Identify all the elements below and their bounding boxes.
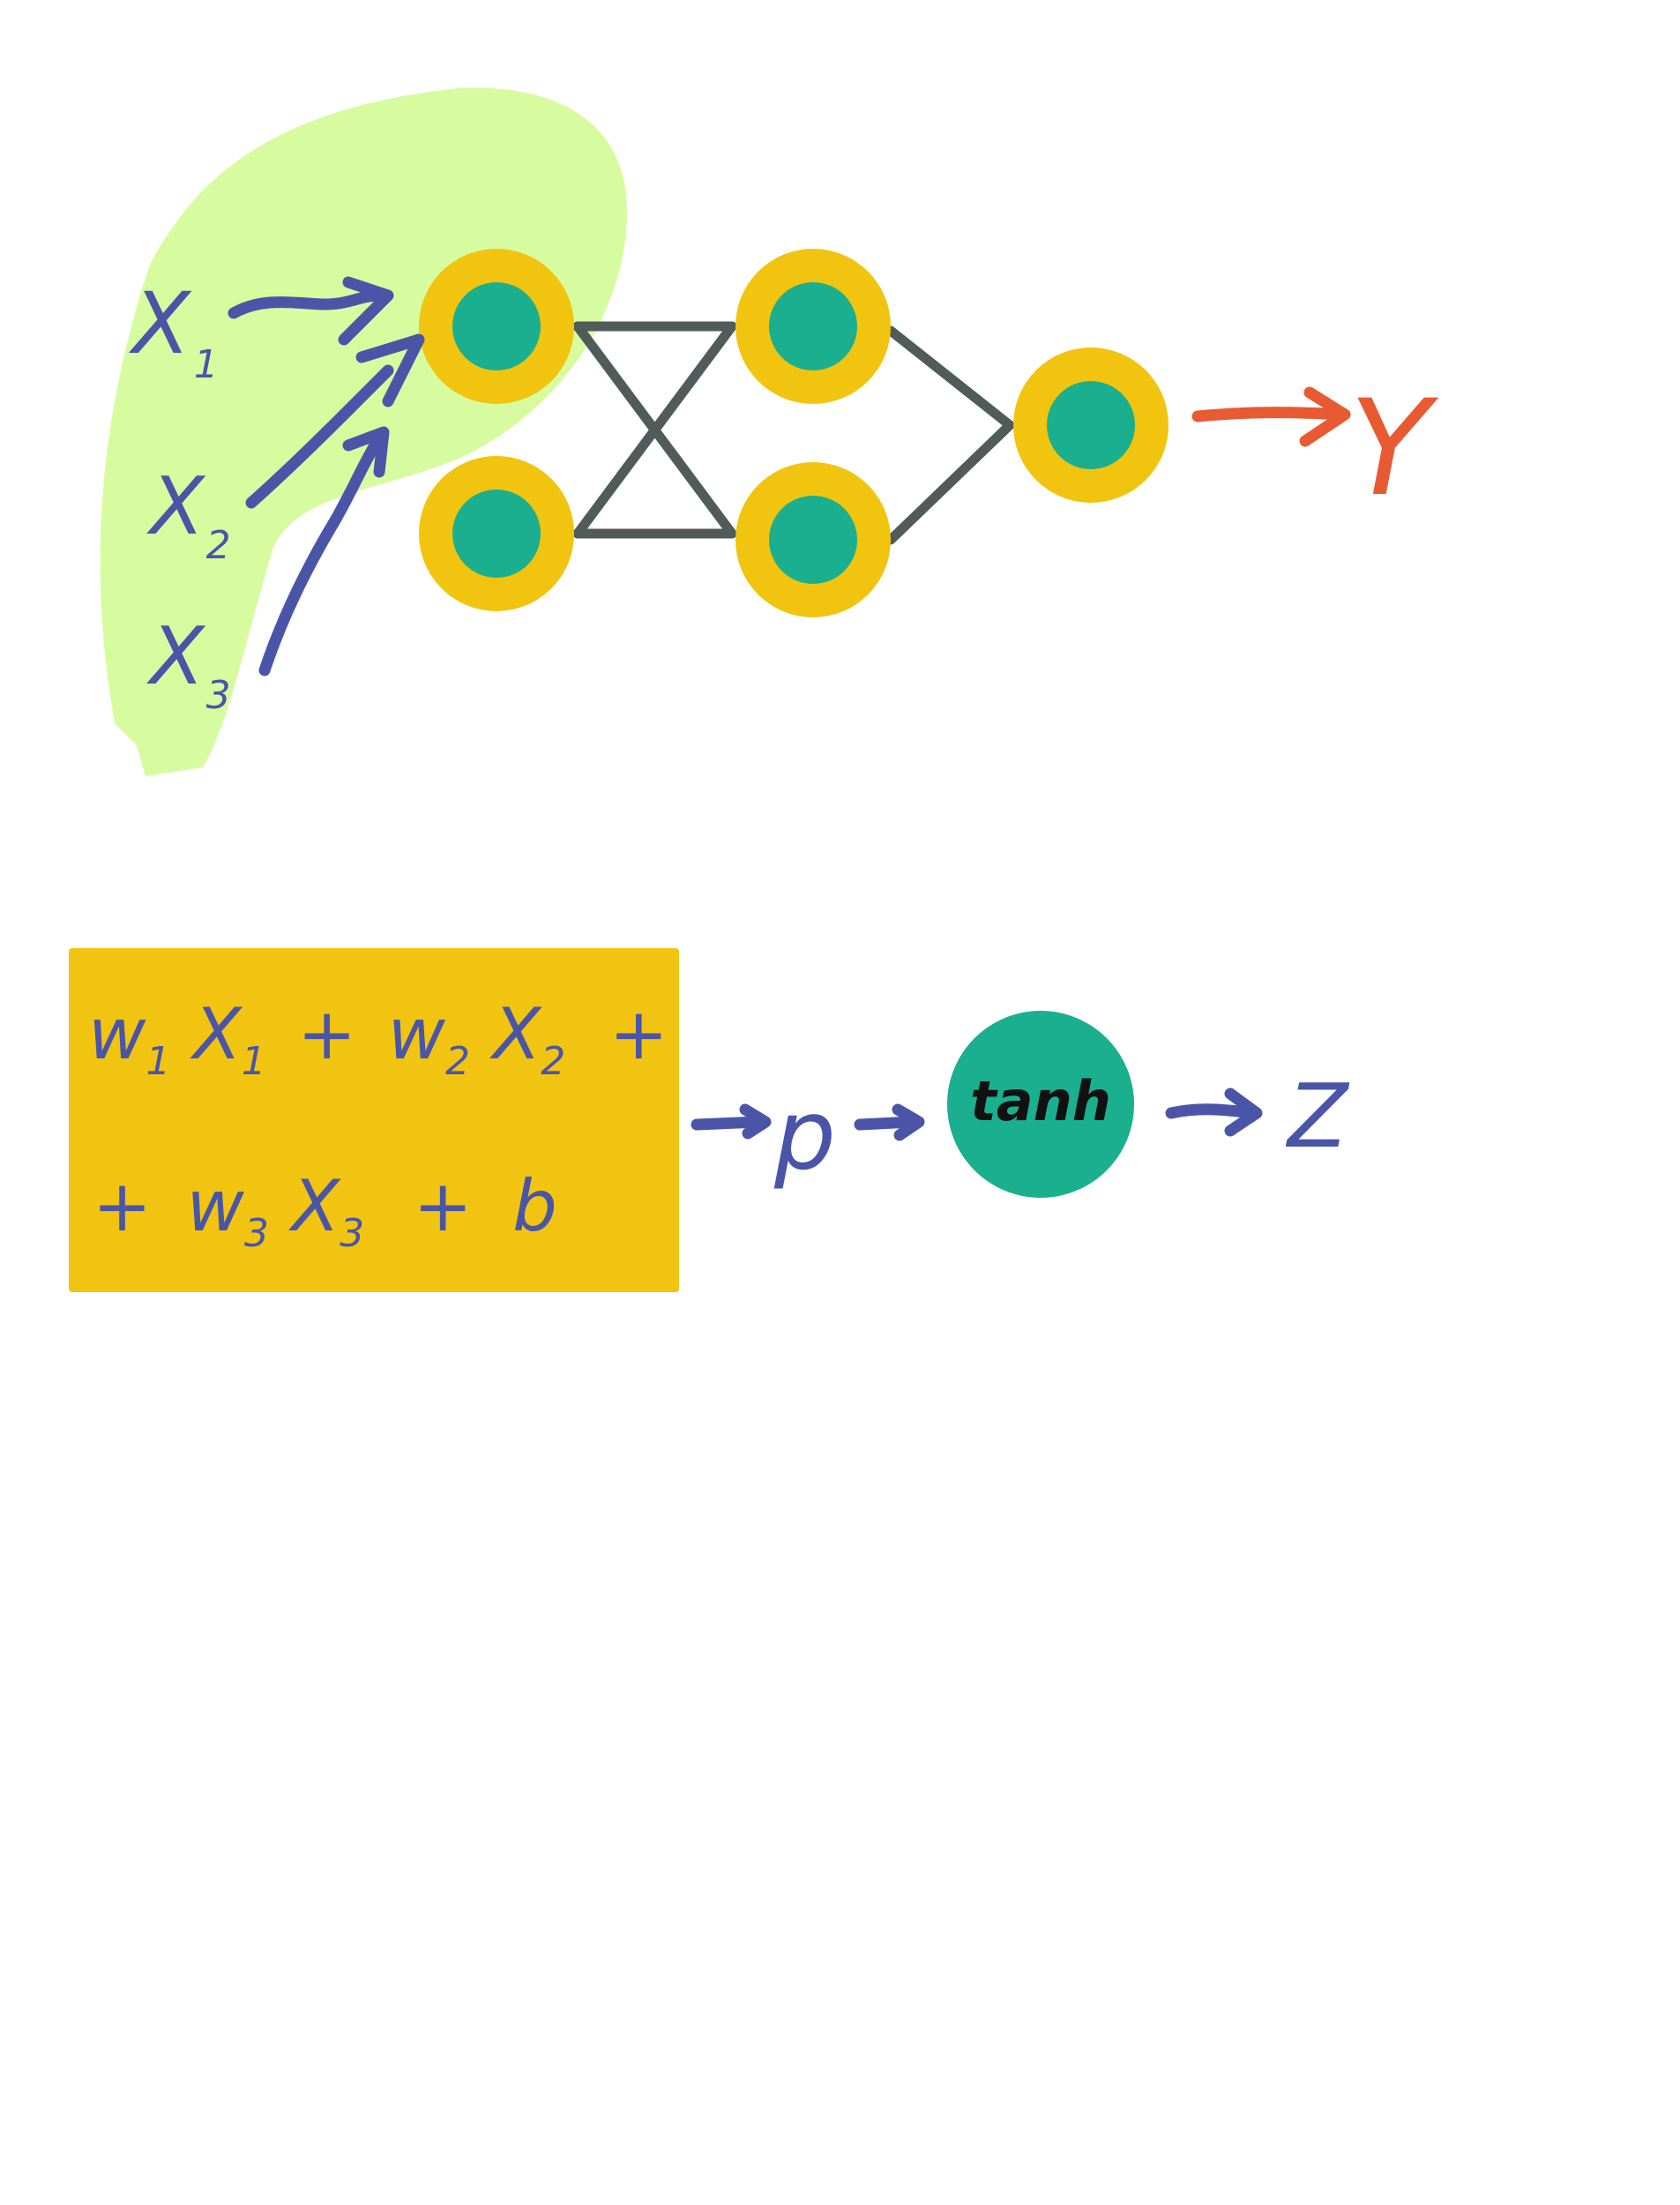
arrow-tanh-to-z	[1165, 1103, 1258, 1119]
activation-flow: p tanh Z	[691, 1011, 1350, 1198]
arrow-box-to-p	[691, 1116, 765, 1131]
arrowhead-tanh-to-z	[1224, 1088, 1263, 1137]
arrowhead-x3	[342, 426, 390, 478]
arrowhead-box-to-p	[739, 1103, 772, 1140]
p-label: p	[773, 1079, 836, 1192]
arrowhead-x2	[355, 333, 425, 407]
arrow-x1	[228, 289, 385, 319]
input-labels: X1 X2 X3	[128, 274, 231, 718]
arrow-x3	[258, 439, 381, 676]
input-x1-label: X1	[128, 274, 219, 387]
formula-box: w1 X1 + w2 X2 + + w3 X3 + b	[69, 948, 679, 1292]
network-nodes	[419, 249, 1169, 617]
output-arrow-group: Y	[1191, 372, 1439, 526]
formula-line-2: + w3 X3 + b	[93, 1165, 557, 1263]
input-x3-label: X3	[146, 610, 231, 718]
output-y-label: Y	[1349, 372, 1439, 526]
output-arrow	[1191, 407, 1347, 422]
arrowhead-p-to-tanh	[892, 1103, 925, 1141]
edge-h2-h3	[572, 321, 737, 539]
arrow-p-to-tanh	[854, 1116, 919, 1131]
arrowhead-x1	[338, 276, 394, 346]
node-layer1-top	[419, 249, 574, 404]
formula-line-1: w1 X1 + w2 X2 +	[88, 993, 668, 1091]
tanh-label: tanh	[970, 1069, 1111, 1133]
node-layer1-bottom	[419, 456, 574, 611]
z-label: Z	[1285, 1065, 1350, 1168]
edge-h4-out	[885, 420, 1015, 545]
node-layer2-bottom	[735, 462, 891, 617]
arrow-x2	[245, 364, 394, 509]
input-arrows	[228, 276, 425, 676]
edge-h3-out	[885, 325, 1015, 430]
formula-background	[69, 948, 679, 1292]
node-output	[1013, 348, 1169, 503]
input-x2-label: X2	[146, 460, 231, 568]
network-edges	[572, 321, 1015, 545]
node-layer2-top	[735, 249, 891, 404]
output-arrowhead	[1299, 386, 1351, 447]
tanh-node	[947, 1011, 1134, 1198]
